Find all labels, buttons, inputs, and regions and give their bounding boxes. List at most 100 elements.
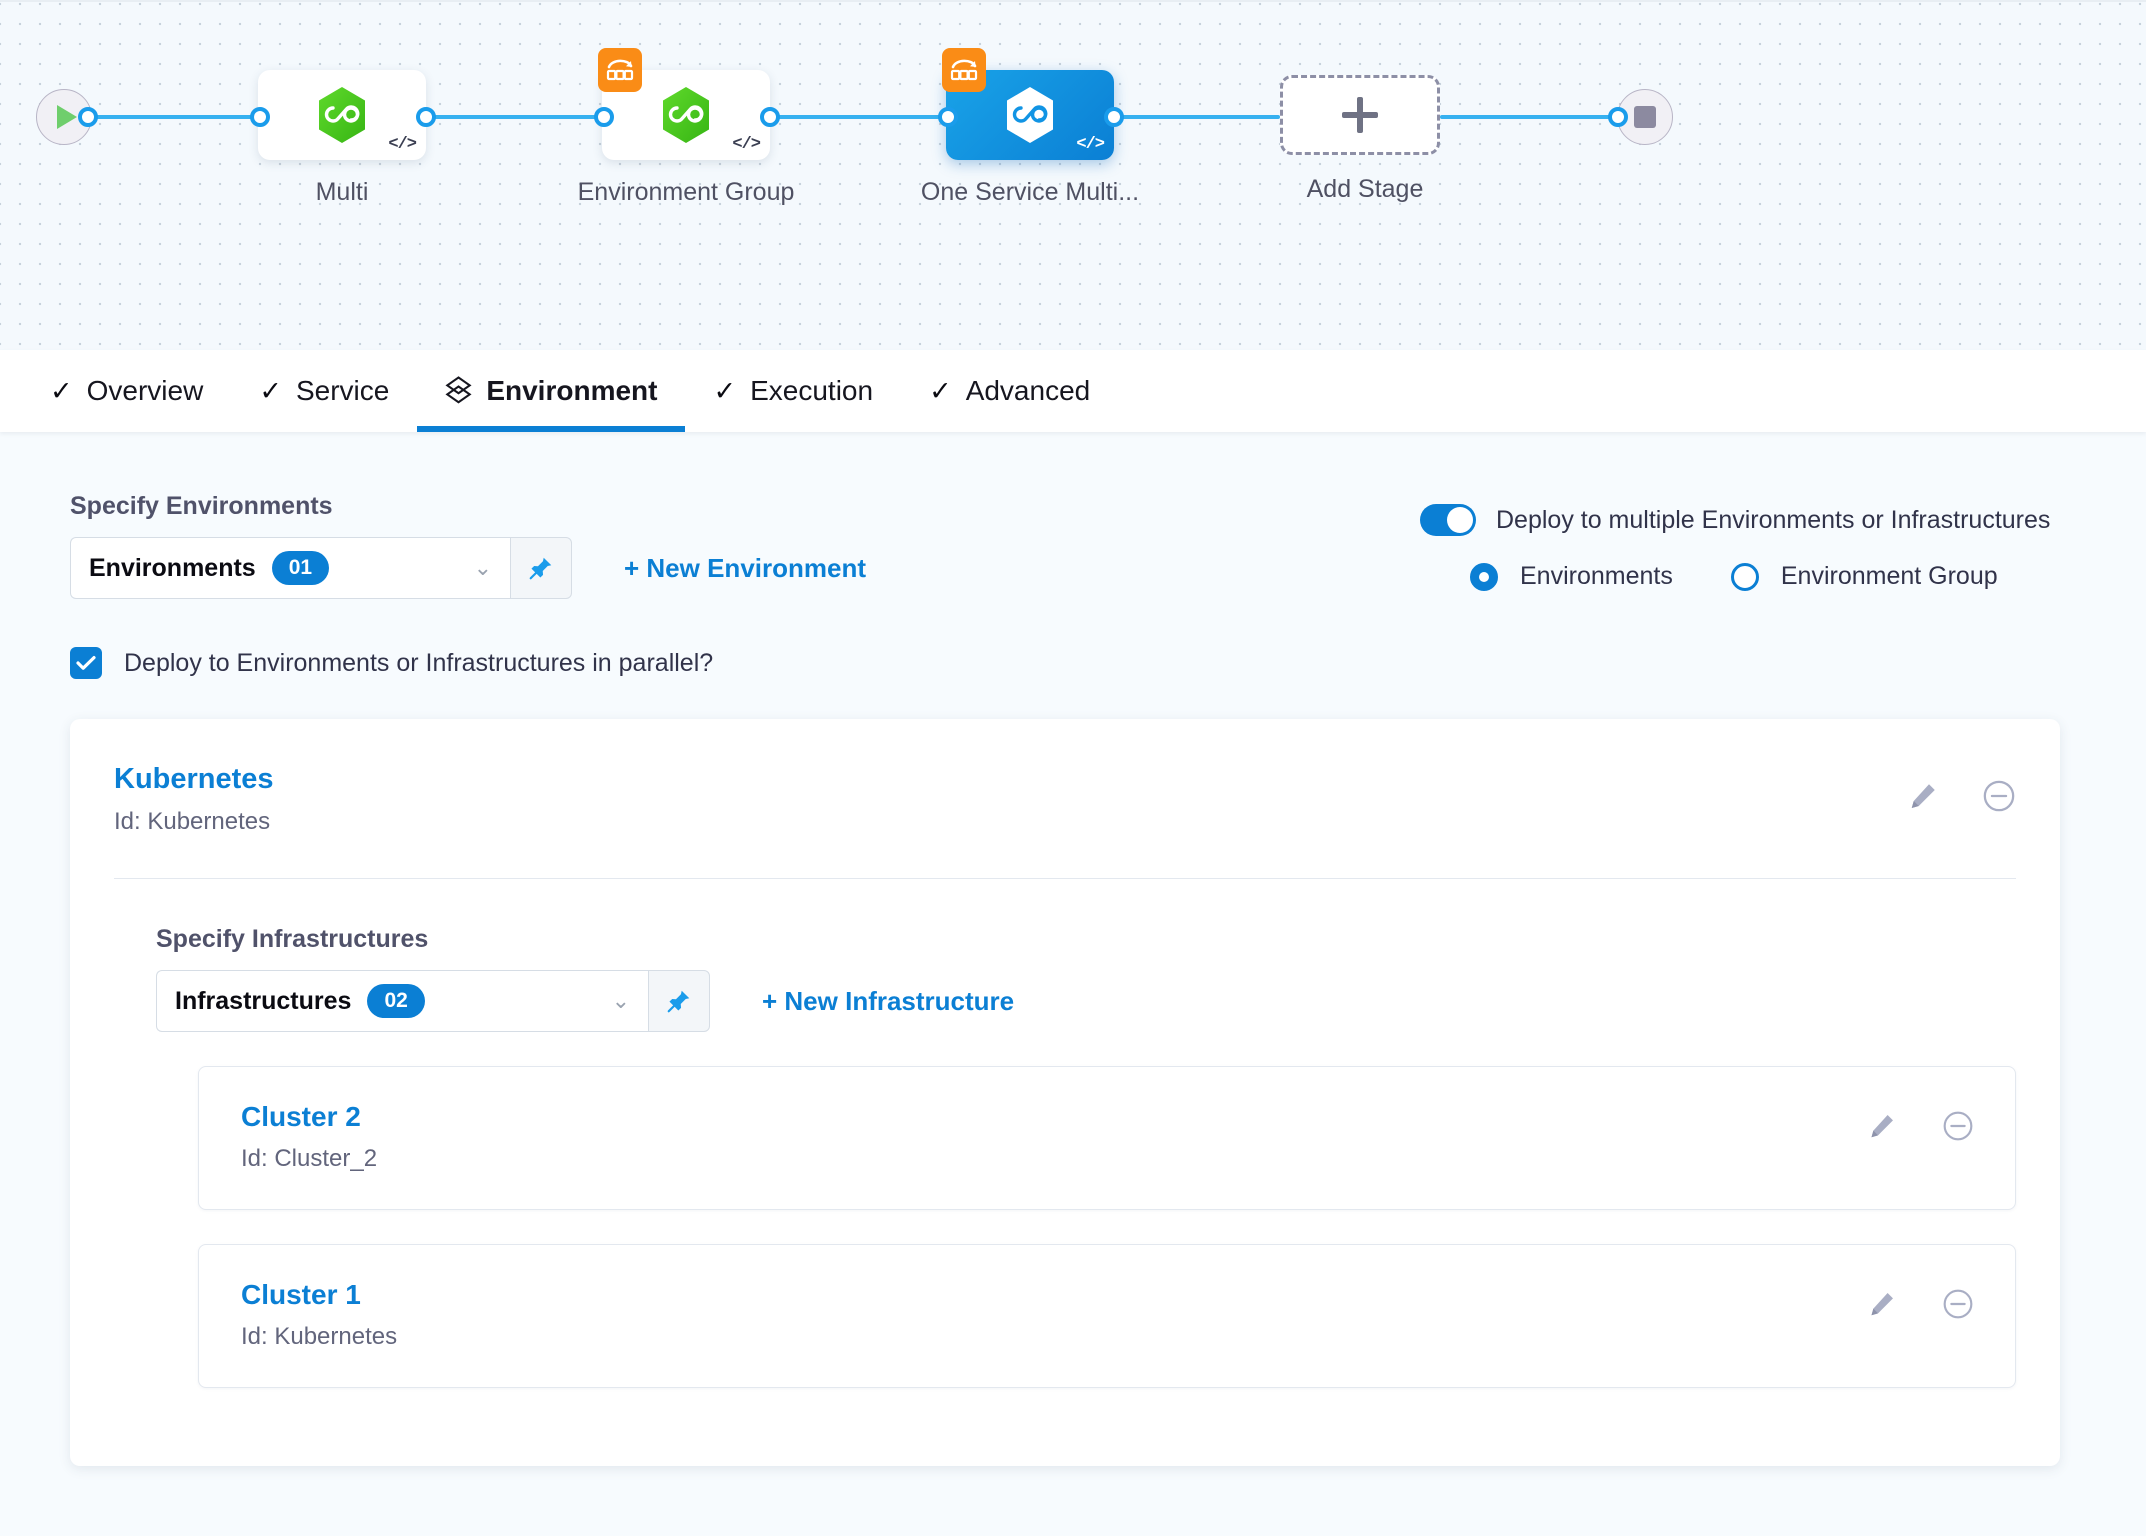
minus-circle-icon (1943, 1111, 1973, 1141)
environment-panel: Specify Environments Environments 01 ⌄ (0, 432, 2146, 1466)
parallel-deploy-row: Deploy to Environments or Infrastructure… (0, 599, 2146, 679)
minus-circle-icon (1943, 1289, 1973, 1319)
infrastructure-name-link[interactable]: Cluster 2 (241, 1101, 361, 1132)
infrastructure-id: Id: Kubernetes (241, 1323, 398, 1350)
environment-edit-button[interactable] (1906, 779, 1940, 813)
parallel-deploy-label: Deploy to Environments or Infrastructure… (124, 648, 714, 677)
deploy-multiple-toggle[interactable] (1420, 504, 1476, 536)
environment-card: Kubernetes Id: Kubernetes (70, 719, 2060, 1466)
infrastructures-select-box[interactable]: Infrastructures 02 ⌄ (156, 970, 648, 1032)
specify-infrastructures-group: Specify Infrastructures Infrastructures … (114, 879, 2016, 1388)
stage-node-multi[interactable]: </> (258, 70, 426, 160)
new-environment-button[interactable]: + New Environment (624, 552, 866, 583)
tab-environment[interactable]: Environment (417, 350, 686, 432)
tab-label: Environment (486, 375, 658, 406)
plus-icon (1342, 97, 1378, 133)
infrastructure-remove-button[interactable] (1941, 1109, 1975, 1143)
environments-select-box[interactable]: Environments 01 ⌄ (70, 537, 510, 599)
environments-select[interactable]: Environments 01 ⌄ (70, 537, 572, 599)
specify-environments-label: Specify Environments (70, 492, 333, 520)
infrastructure-edit-button[interactable] (1865, 1109, 1899, 1143)
infrastructure-edit-button[interactable] (1865, 1287, 1899, 1321)
specify-environments-group: Specify Environments Environments 01 ⌄ (70, 492, 1420, 599)
infrastructure-remove-button[interactable] (1941, 1287, 1975, 1321)
environment-remove-button[interactable] (1982, 779, 2016, 813)
chevron-down-icon: ⌄ (473, 555, 492, 580)
infrastructure-name-link[interactable]: Cluster 1 (241, 1279, 361, 1310)
pipeline-canvas[interactable]: </> Multi </> Environment Group (0, 0, 2146, 350)
port-envgroup-out[interactable] (760, 107, 780, 127)
layers-icon (445, 376, 472, 404)
port-envgroup-in[interactable] (594, 107, 614, 127)
pencil-icon (1871, 1115, 1893, 1138)
radio-environment-group[interactable] (1730, 562, 1759, 591)
port-multi-out[interactable] (416, 107, 436, 127)
check-icon: ✓ (50, 375, 73, 406)
infrastructures-pin-button[interactable] (648, 970, 710, 1032)
pipeline-end-node[interactable] (1617, 89, 1673, 145)
port-start-out[interactable] (78, 107, 98, 127)
tab-execution[interactable]: ✓ Execution (685, 350, 901, 432)
check-icon (76, 656, 96, 670)
check-icon: ✓ (259, 375, 282, 406)
stage-label-one-service-multi: One Service Multi... (920, 178, 1140, 206)
code-icon: </> (388, 135, 417, 154)
environments-pin-button[interactable] (510, 537, 572, 599)
tab-advanced[interactable]: ✓ Advanced (901, 350, 1118, 432)
deploy-multiple-label: Deploy to multiple Environments or Infra… (1496, 505, 2051, 534)
add-stage-label: Add Stage (1306, 175, 1424, 203)
tab-service[interactable]: ✓ Service (231, 350, 417, 432)
chevron-down-icon: ⌄ (611, 988, 630, 1013)
tab-overview[interactable]: ✓ Overview (22, 350, 231, 432)
specify-infrastructures-label: Specify Infrastructures (156, 925, 429, 953)
radio-environment-group-label: Environment Group (1780, 562, 1998, 590)
infrastructures-select-value: Infrastructures (175, 986, 352, 1015)
toggle-knob (1447, 507, 1473, 533)
infrastructure-id: Id: Cluster_2 (241, 1145, 378, 1172)
environment-card-header: Kubernetes Id: Kubernetes (114, 763, 2016, 836)
pencil-icon (1911, 784, 1935, 808)
port-oneservice-out[interactable] (1104, 107, 1124, 127)
pencil-icon (1871, 1293, 1893, 1316)
check-icon: ✓ (929, 375, 952, 406)
tab-label: Execution (750, 375, 874, 406)
port-end-in[interactable] (1608, 107, 1628, 127)
radio-environments[interactable] (1470, 562, 1498, 591)
environment-name-link[interactable]: Kubernetes (114, 763, 274, 795)
add-stage-button[interactable] (1280, 75, 1440, 155)
infrastructures-count-badge: 02 (367, 984, 425, 1018)
environments-select-value: Environments (89, 553, 256, 582)
harness-cd-hexagon-icon (319, 87, 365, 143)
card-divider (114, 878, 2016, 879)
check-icon: ✓ (713, 375, 737, 406)
code-icon: </> (1076, 135, 1105, 154)
environments-count-badge: 01 (271, 551, 330, 585)
wire-oneservice-to-addstage (1120, 115, 1280, 119)
environments-row: Specify Environments Environments 01 ⌄ (0, 432, 2146, 599)
multi-deployment-badge-icon (598, 48, 642, 92)
stage-node-one-service-multi[interactable]: </> (942, 48, 1114, 160)
harness-cd-hexagon-icon (1007, 87, 1053, 143)
tab-label: Overview (86, 375, 204, 406)
new-infrastructure-button[interactable]: + New Infrastructure (762, 985, 1015, 1016)
stage-label-multi: Multi (315, 178, 369, 206)
minus-circle-icon (1983, 780, 2015, 812)
code-icon: </> (732, 135, 761, 154)
parallel-deploy-checkbox[interactable] (70, 647, 102, 679)
tab-label: Advanced (965, 375, 1091, 406)
play-icon (57, 105, 77, 129)
tab-label: Service (295, 375, 390, 406)
port-multi-in[interactable] (250, 107, 270, 127)
wire-start-to-multi (88, 115, 268, 119)
harness-cd-hexagon-icon (663, 87, 709, 143)
stop-icon (1634, 106, 1656, 128)
port-oneservice-in[interactable] (938, 107, 958, 127)
wire-addstage-to-end (1440, 115, 1620, 119)
stage-tabs: ✓ Overview ✓ Service Environment ✓ Execu… (0, 350, 2146, 432)
infrastructures-select[interactable]: Infrastructures 02 ⌄ (156, 970, 710, 1032)
infrastructure-card: Cluster 1 Id: Kubernetes (198, 1244, 2016, 1388)
infrastructure-card: Cluster 2 Id: Cluster_2 (198, 1066, 2016, 1210)
stage-node-environment-group[interactable]: </> (598, 48, 770, 160)
wire-envgroup-to-oneservice (776, 115, 956, 119)
radio-environments-label: Environments (1520, 562, 1673, 590)
